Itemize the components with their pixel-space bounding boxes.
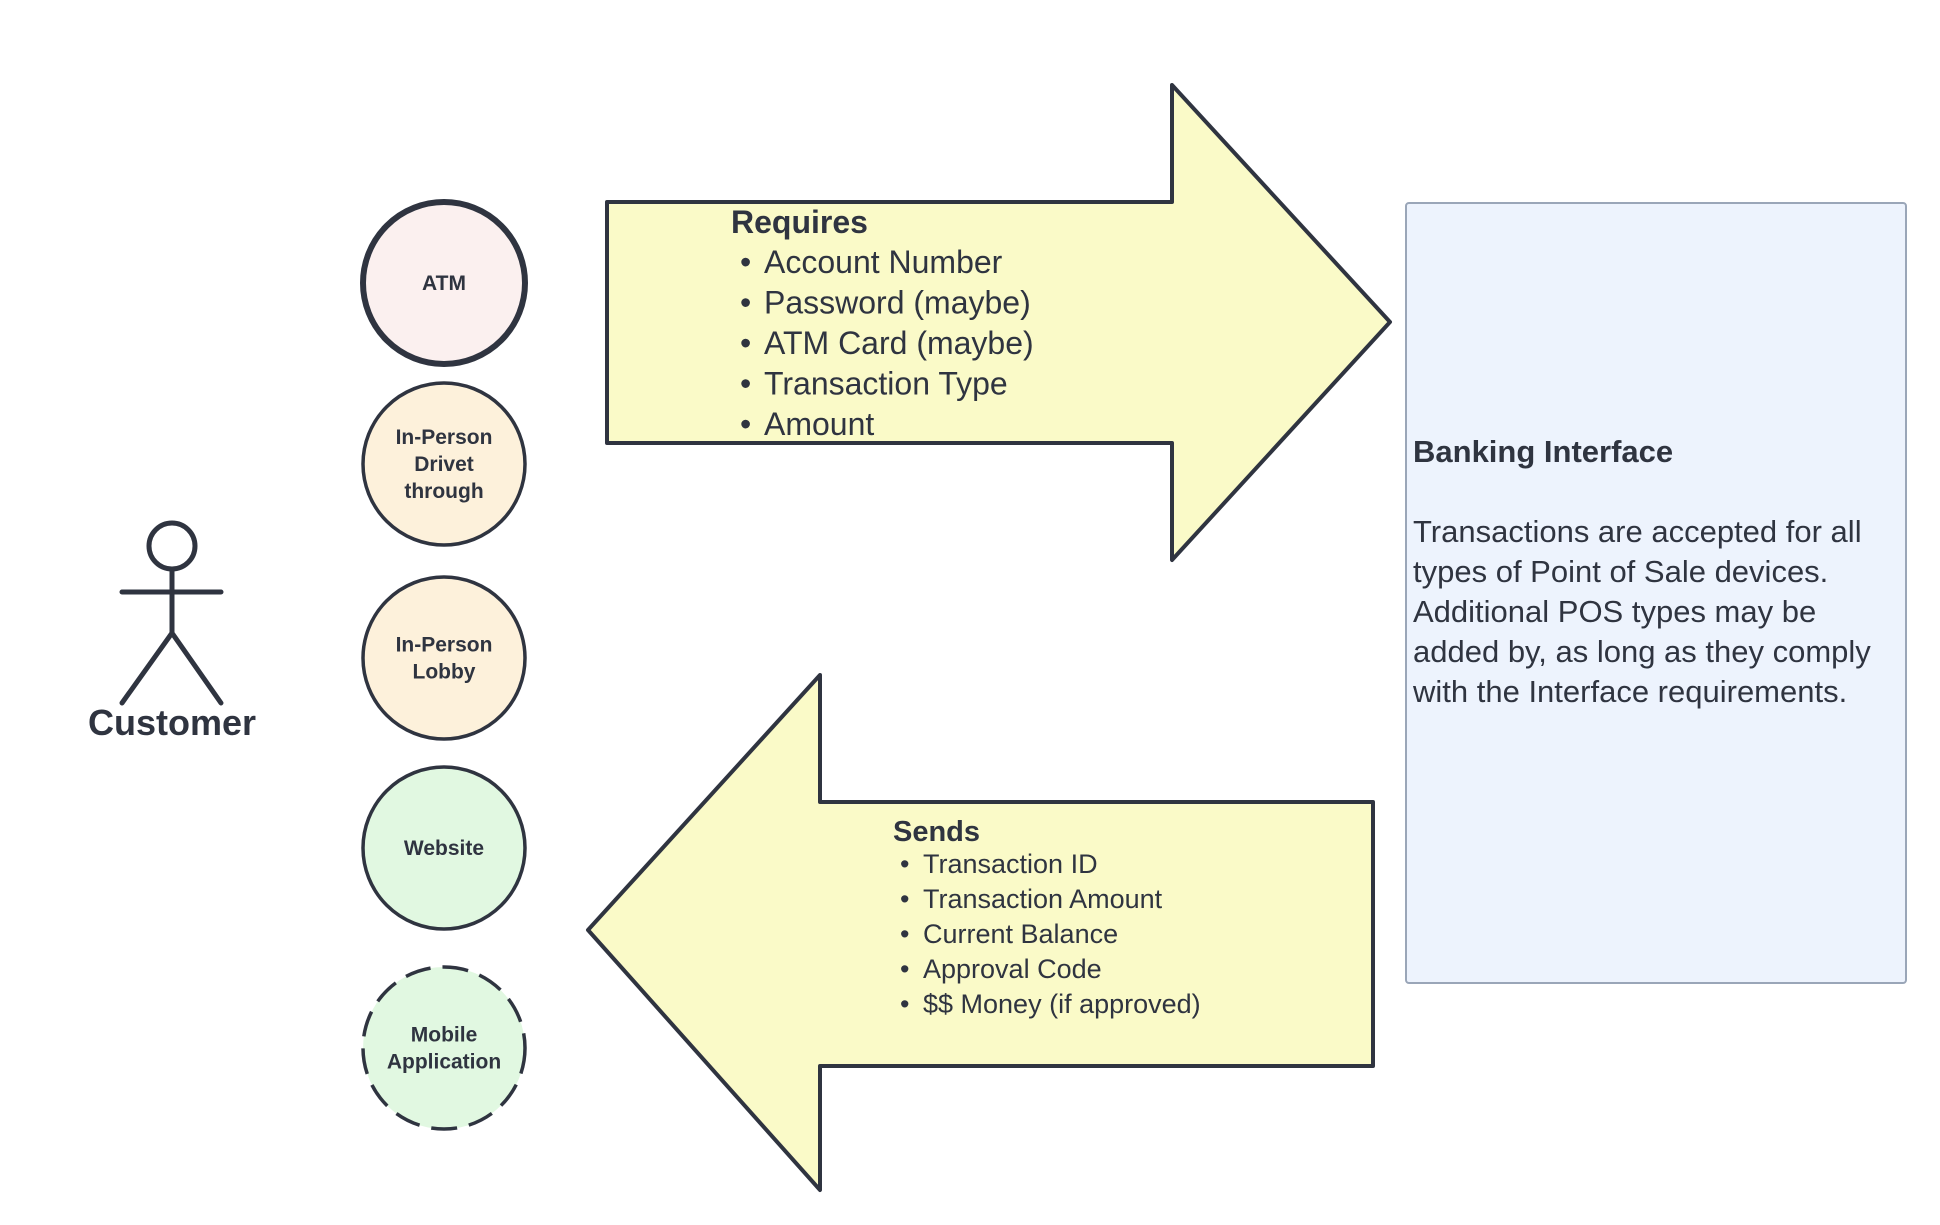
- requires-arrow-shape: [605, 83, 1392, 562]
- atm-channel[interactable]: ATM: [360, 199, 528, 367]
- channel-label: through: [404, 480, 483, 503]
- customer-label: Customer: [88, 702, 256, 743]
- list-item: Approval Code: [923, 954, 1102, 984]
- list-item: ATM Card (maybe): [764, 325, 1034, 361]
- sends-arrow-shape: [586, 673, 1375, 1192]
- stick-figure-icon: [119, 520, 224, 706]
- banking-interface-description: Transactions are accepted for all types …: [1413, 514, 1871, 709]
- customer-actor[interactable]: Customer: [88, 520, 256, 743]
- channel-circle: [361, 765, 527, 931]
- channel-list: ATMIn-PersonDrivetthroughIn-PersonLobbyW…: [360, 199, 528, 1131]
- list-item: Password (maybe): [764, 285, 1031, 321]
- list-item: Current Balance: [923, 919, 1118, 949]
- requires-list: • Account Number • Password (maybe) • ATM Car…: [740, 244, 1034, 442]
- sends-list: • Transaction ID • Transaction Amount • Curre…: [900, 849, 1201, 1019]
- channel-circle: [361, 965, 527, 1131]
- channel-circle: [361, 381, 527, 547]
- channel-label: In-Person: [396, 426, 493, 449]
- bullet-icon: •: [740, 366, 751, 402]
- list-item: Transaction Amount: [923, 884, 1163, 914]
- channel-label: In-Person: [396, 634, 493, 657]
- list-item: Transaction ID: [923, 849, 1098, 879]
- bullet-icon: •: [740, 244, 751, 280]
- website-channel[interactable]: Website: [361, 765, 527, 931]
- list-item: Transaction Type: [764, 366, 1008, 402]
- requires-arrow: Requires • Account Number • Password (maybe…: [605, 83, 1392, 562]
- bullet-icon: •: [900, 954, 909, 984]
- bullet-icon: •: [900, 849, 909, 879]
- channel-label: Application: [387, 1051, 501, 1074]
- bullet-icon: •: [740, 325, 751, 361]
- channel-label: Drivet: [414, 453, 474, 476]
- list-item: $$ Money (if approved): [923, 989, 1201, 1019]
- channel-circle: [361, 575, 527, 741]
- banking-interface-panel[interactable]: Banking Interface Transactions are accep…: [1405, 202, 1907, 984]
- bullet-icon: •: [900, 919, 909, 949]
- banking-interface-title: Banking Interface: [1413, 434, 1674, 469]
- requires-title: Requires: [731, 204, 868, 240]
- channel-label: Lobby: [413, 661, 476, 684]
- channel-label: ATM: [422, 272, 466, 295]
- sends-arrow: Sends • Transaction ID • Transaction Amount…: [586, 673, 1375, 1192]
- channel-label: Website: [404, 837, 484, 860]
- bullet-icon: •: [740, 406, 751, 442]
- bullet-icon: •: [740, 285, 751, 321]
- list-item: Amount: [764, 406, 874, 442]
- list-item: Account Number: [764, 244, 1003, 280]
- sends-title: Sends: [893, 816, 980, 848]
- channel-label: Mobile: [411, 1024, 478, 1047]
- channel-circle: [360, 199, 528, 367]
- bullet-icon: •: [900, 989, 909, 1019]
- bullet-icon: •: [900, 884, 909, 914]
